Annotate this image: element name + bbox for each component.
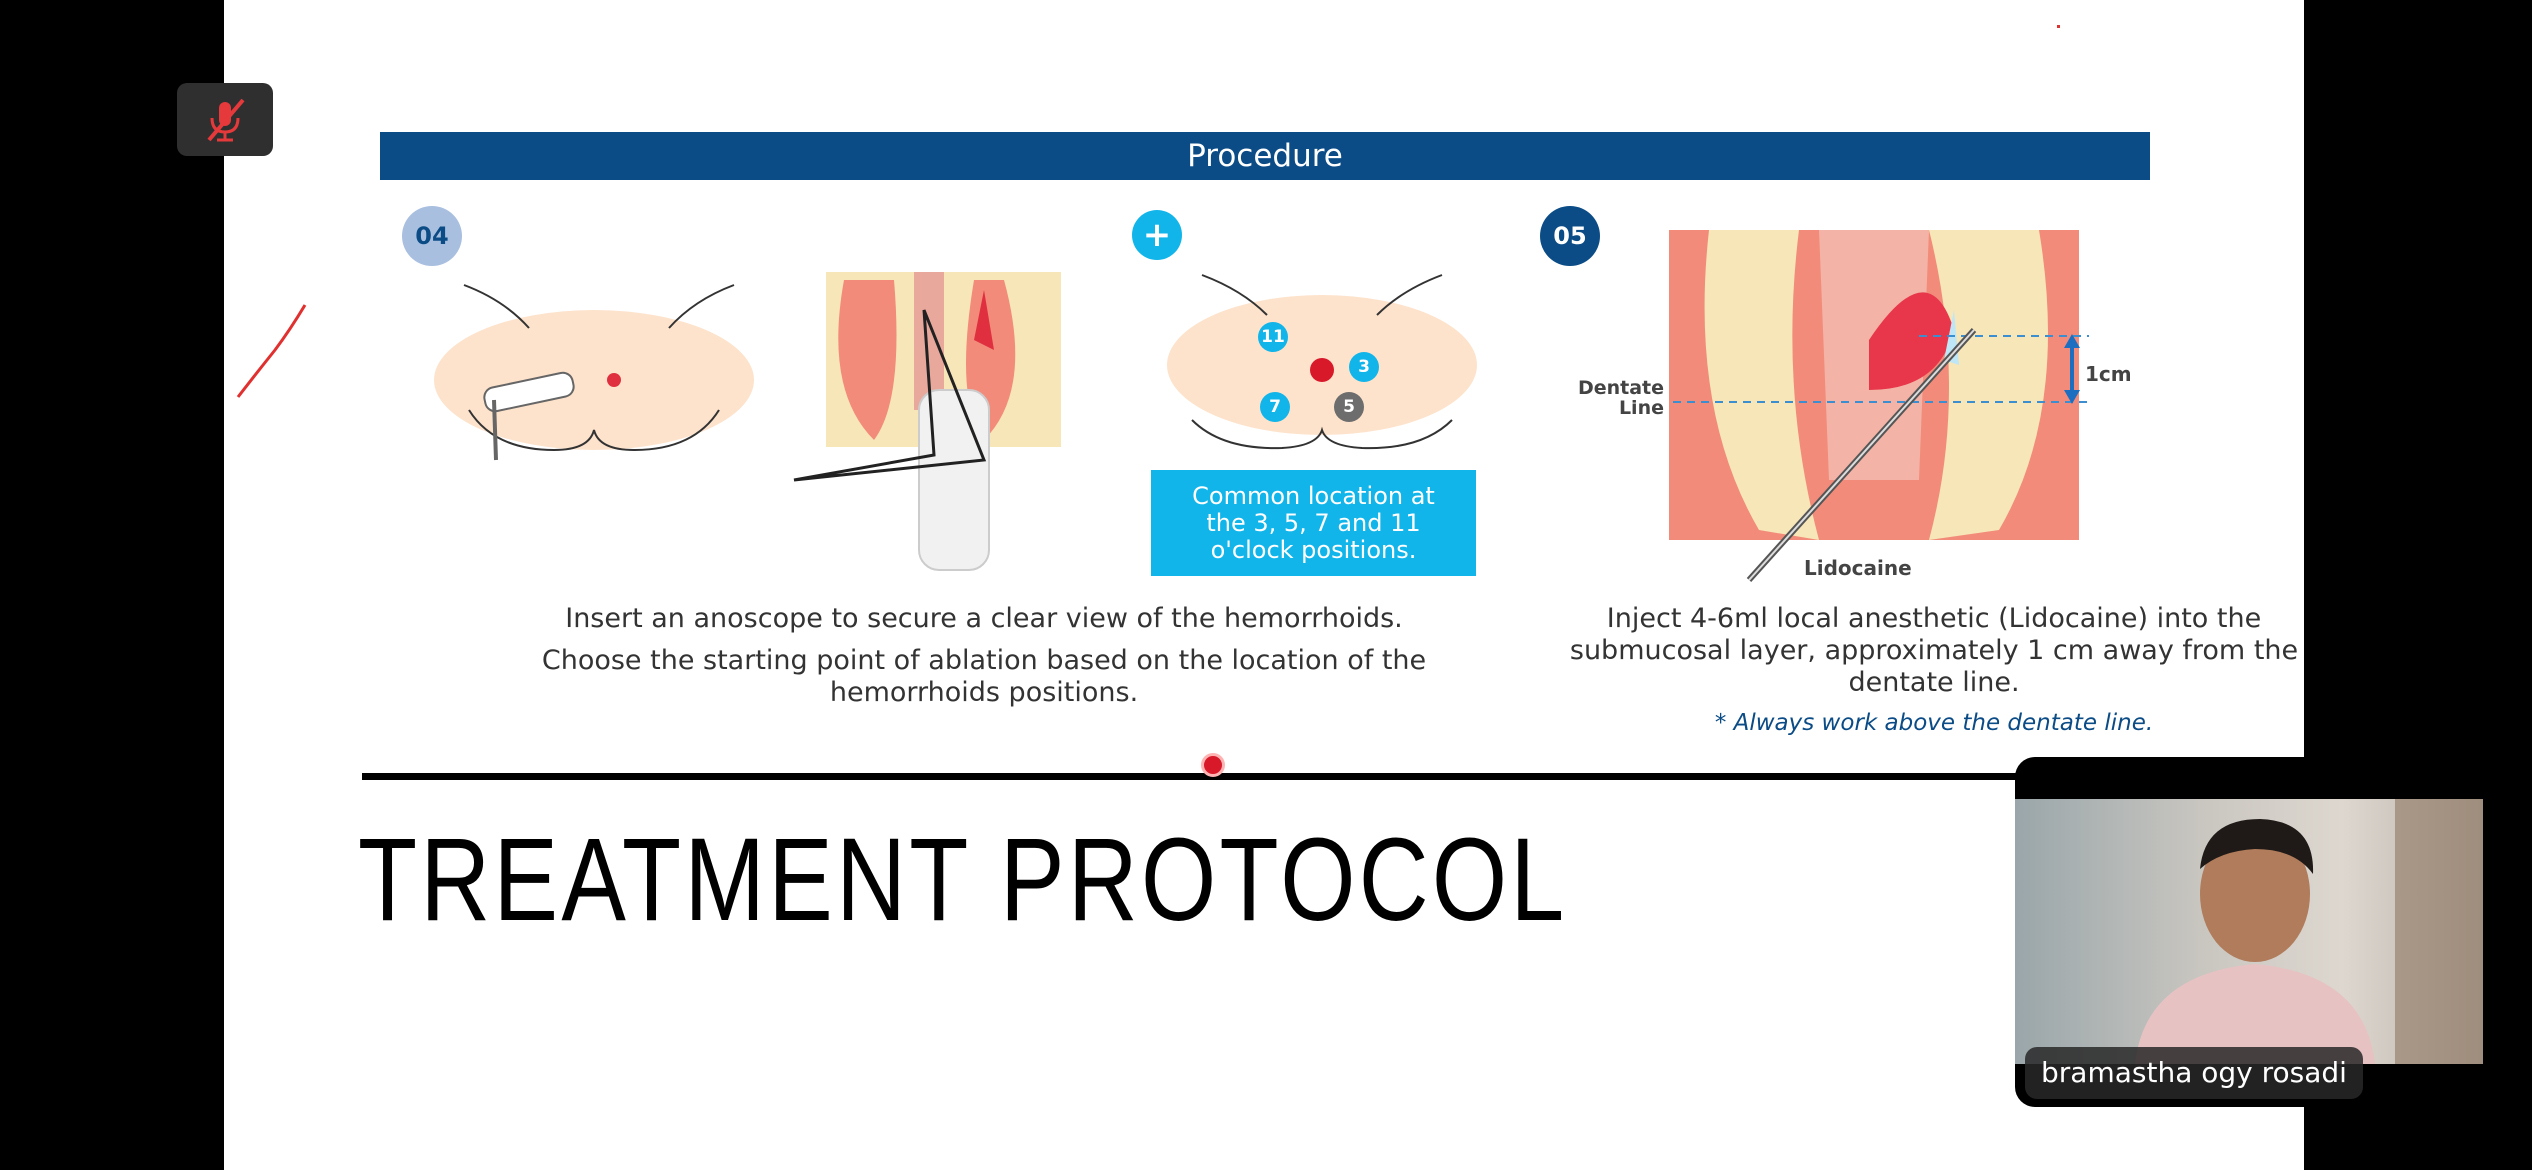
clock-positions-illustration <box>1167 274 1477 450</box>
position-7-marker: 7 <box>1260 392 1290 422</box>
slide-title: TREATMENT PROTOCOL <box>358 814 1568 946</box>
step-05-badge: 05 <box>1540 206 1600 266</box>
participant-silhouette <box>2135 799 2483 1064</box>
annotation-dot <box>2057 25 2060 28</box>
dentate-line-label: Dentate Line <box>1577 377 1664 419</box>
annotation-pen-stroke <box>236 304 307 398</box>
laser-pointer-dot <box>1201 753 1225 777</box>
one-cm-label: 1cm <box>2085 362 2132 386</box>
participant-video-tile[interactable]: bramastha ogy rosadi <box>2015 757 2483 1107</box>
position-5-marker: 5 <box>1334 392 1364 422</box>
step-04-badge: 04 <box>402 206 462 266</box>
common-location-text: Common location at the 3, 5, 7 and 11 o'… <box>1192 481 1435 564</box>
step-04-text-line2: Choose the starting point of ablation ba… <box>541 645 1427 708</box>
procedure-header: Procedure <box>380 132 2150 180</box>
position-3-marker: 3 <box>1349 352 1379 382</box>
buttocks-anoscope-illustration <box>434 284 754 461</box>
participant-video-feed <box>2015 799 2483 1064</box>
position-11-marker: 11 <box>1258 322 1288 352</box>
participant-name-tag: bramastha ogy rosadi <box>2025 1047 2363 1099</box>
dentate-line-illustration <box>1669 230 2089 583</box>
dentate-warning-note: * Always work above the dentate line. <box>1714 710 2154 736</box>
step-05-text: Inject 4-6ml local anesthetic (Lidocaine… <box>1569 603 2299 698</box>
anoscope-cross-section-illustration <box>793 272 1061 571</box>
microphone-muted-icon <box>207 98 245 141</box>
presentation-slide: Procedure 04 + 11 3 7 5 Common location … <box>224 0 2304 1170</box>
common-location-box: Common location at the 3, 5, 7 and 11 o'… <box>1151 470 1476 576</box>
mute-toggle-button[interactable] <box>177 83 273 156</box>
step-04-text-line1: Insert an anoscope to secure a clear vie… <box>565 603 1403 634</box>
lidocaine-label: Lidocaine <box>1804 556 1912 580</box>
step-plus-badge: + <box>1132 210 1182 260</box>
